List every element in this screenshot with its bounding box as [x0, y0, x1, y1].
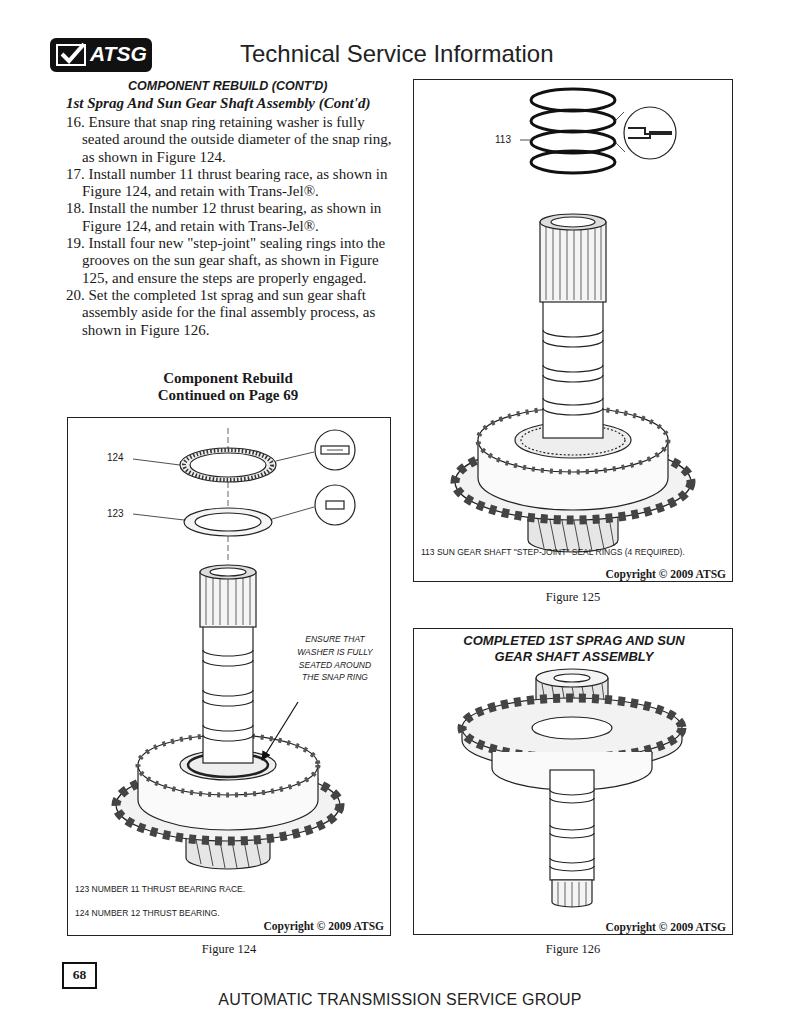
- page-number: 68: [64, 967, 95, 983]
- section-heading: COMPONENT REBUILD (CONT'D): [128, 79, 328, 93]
- footer-text: AUTOMATIC TRANSMISSION SERVICE GROUP: [0, 991, 800, 1009]
- figure-note: ENSURE THAT WASHER IS FULLY SEATED AROUN…: [294, 633, 376, 684]
- procedure-step: 18. Install the number 12 thrust bearing…: [66, 200, 396, 235]
- page-title: Technical Service Information: [240, 40, 553, 68]
- copyright-note: Copyright © 2009 ATSG: [263, 920, 384, 932]
- logo-check: [54, 40, 88, 70]
- figure-legend: 124 NUMBER 12 THRUST BEARING.: [75, 908, 220, 918]
- procedure-step: 17. Install number 11 thrust bearing rac…: [66, 166, 396, 201]
- page-number-box: 68: [62, 962, 97, 989]
- figure-caption: Figure 125: [414, 590, 732, 605]
- figure-frame: ENSURE THAT WASHER IS FULLY SEATED AROUN…: [67, 417, 391, 936]
- figure-caption: Figure 126: [414, 942, 732, 957]
- logo-box: ATSG: [50, 38, 152, 72]
- logo-text: ATSG: [90, 42, 147, 66]
- procedure-step: 16. Ensure that snap ring retaining wash…: [66, 114, 396, 166]
- callout-number: 124: [107, 452, 124, 463]
- figure-legend: 123 NUMBER 11 THRUST BEARING RACE.: [75, 884, 245, 894]
- step-list: 16. Ensure that snap ring retaining wash…: [66, 114, 396, 339]
- figure-legend: 113 SUN GEAR SHAFT "STEP-JOINT" SEAL RIN…: [421, 547, 685, 557]
- figure-frame: 113 SUN GEAR SHAFT "STEP-JOINT" SEAL RIN…: [413, 79, 733, 582]
- subsection-heading: 1st Sprag And Sun Gear Shaft Assembly (C…: [66, 95, 370, 112]
- figure-frame: COMPLETED 1ST SPRAG AND SUN GEAR SHAFT A…: [413, 628, 733, 935]
- callout-number: 113: [495, 134, 511, 145]
- copyright-note: Copyright © 2009 ATSG: [605, 921, 726, 933]
- copyright-note: Copyright © 2009 ATSG: [605, 568, 726, 580]
- procedure-step: 19. Install four new "step-joint" sealin…: [66, 235, 396, 287]
- continued-note: Component Rebuild Continued on Page 69: [138, 370, 318, 404]
- procedure-step: 20. Set the completed 1st sprag and sun …: [66, 287, 396, 339]
- figure-title: COMPLETED 1ST SPRAG AND SUN GEAR SHAFT A…: [456, 633, 692, 665]
- callout-number: 123: [107, 508, 124, 519]
- figure-caption: Figure 124: [68, 942, 390, 957]
